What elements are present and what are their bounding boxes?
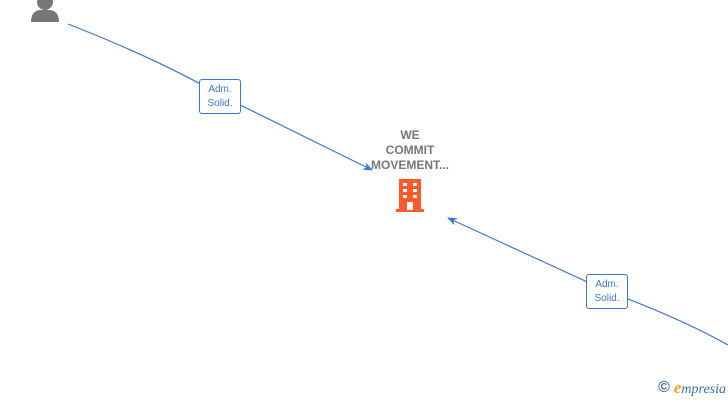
edge-label-line: Solid. (207, 98, 233, 109)
edge-label-line: Adm. (208, 84, 232, 95)
brand-initial: e (673, 378, 682, 397)
person-node[interactable] (28, 0, 62, 24)
company-name-line: WE (400, 128, 420, 142)
brand-rest: mpresia (681, 382, 726, 397)
edge-label-line: Adm. (595, 279, 619, 290)
company-node[interactable]: WE COMMIT MOVEMENT... (360, 128, 460, 212)
building-icon (396, 179, 424, 212)
edge-label-1[interactable]: Adm. Solid. (199, 79, 241, 114)
edge-label-2[interactable]: Adm. Solid. (586, 274, 628, 309)
copyright-icon: © (658, 379, 670, 396)
company-name-line: COMMIT (385, 143, 435, 157)
company-name-line: MOVEMENT... (370, 158, 449, 172)
brand-logo[interactable]: empresia (674, 378, 726, 398)
watermark: © empresia (658, 378, 726, 398)
person-icon (31, 0, 59, 22)
company-name[interactable]: WE COMMIT MOVEMENT... (360, 128, 460, 173)
edge-label-line: Solid. (594, 293, 620, 304)
